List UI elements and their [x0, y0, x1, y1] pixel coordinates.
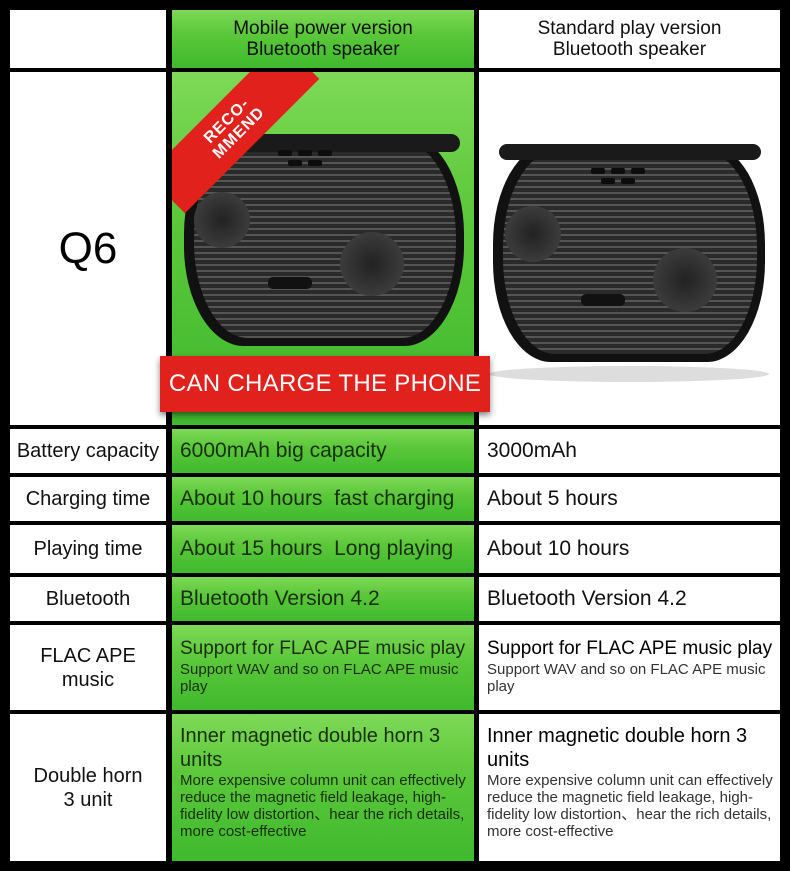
- charging-label: Charging time: [25, 488, 151, 510]
- playing-label: Playing time: [33, 538, 143, 560]
- header-mobile-version: Mobile power version Bluetooth speaker: [172, 10, 474, 68]
- charging-label-cell: Charging time: [10, 477, 166, 521]
- battery-standard-cell: 3000mAh: [479, 429, 780, 473]
- battery-standard-value: 3000mAh: [487, 439, 577, 462]
- horn-standard-sub: More expensive column unit can effective…: [487, 772, 773, 840]
- bluetooth-standard-cell: Bluetooth Version 4.2: [479, 577, 780, 621]
- flac-mobile-main: Support for FLAC APE music play: [180, 638, 466, 659]
- header-empty-cell: [10, 10, 166, 68]
- header-mobile-line2: Bluetooth speaker: [246, 39, 400, 60]
- header-standard-line1: Standard play version: [537, 18, 722, 39]
- header-standard-line2: Bluetooth speaker: [552, 39, 707, 60]
- charging-mobile-value: About 10 hours fast charging: [180, 487, 455, 510]
- speaker-image-standard: [489, 144, 769, 382]
- charging-standard-value: About 5 hours: [487, 487, 618, 510]
- charging-mobile-cell: About 10 hours fast charging: [172, 477, 474, 521]
- flac-label-line2: music: [61, 668, 115, 691]
- playing-label-cell: Playing time: [10, 525, 166, 573]
- standard-product-image-cell: [479, 72, 780, 425]
- horn-standard-cell: Inner magnetic double horn 3 units More …: [479, 714, 780, 861]
- horn-mobile-cell: Inner magnetic double horn 3 units More …: [172, 714, 474, 861]
- playing-standard-value: About 10 hours: [487, 537, 630, 560]
- header-mobile-line1: Mobile power version: [233, 18, 413, 39]
- battery-mobile-cell: 6000mAh big capacity: [172, 429, 474, 473]
- bluetooth-label: Bluetooth: [45, 588, 131, 610]
- battery-label-cell: Battery capacity: [10, 429, 166, 473]
- model-name: Q6: [58, 223, 118, 273]
- flac-label-cell: FLAC APE music: [10, 625, 166, 710]
- flac-label-line1: FLAC APE: [40, 644, 136, 667]
- horn-mobile-main: Inner magnetic double horn 3 units: [180, 725, 441, 771]
- bluetooth-label-cell: Bluetooth: [10, 577, 166, 621]
- battery-mobile-value: 6000mAh big capacity: [180, 439, 387, 462]
- horn-standard-main: Inner magnetic double horn 3 units: [487, 725, 748, 771]
- playing-mobile-cell: About 15 hours Long playing: [172, 525, 474, 573]
- flac-standard-main: Support for FLAC APE music play: [487, 638, 773, 659]
- charging-standard-cell: About 5 hours: [479, 477, 780, 521]
- horn-label-cell: Double horn 3 unit: [10, 714, 166, 861]
- battery-label: Battery capacity: [16, 440, 160, 462]
- flac-mobile-sub: Support WAV and so on FLAC APE music pla…: [180, 661, 459, 695]
- flac-standard-sub: Support WAV and so on FLAC APE music pla…: [487, 661, 766, 695]
- horn-label-line1: Double horn: [33, 764, 143, 787]
- charge-phone-text: CAN CHARGE THE PHONE: [168, 370, 482, 397]
- flac-mobile-cell: Support for FLAC APE music play Support …: [172, 625, 474, 710]
- horn-label-line2: 3 unit: [63, 788, 113, 811]
- playing-mobile-value: About 15 hours Long playing: [180, 537, 454, 560]
- model-cell: Q6: [10, 72, 166, 425]
- bluetooth-mobile-value: Bluetooth Version 4.2: [180, 587, 380, 610]
- flac-standard-cell: Support for FLAC APE music play Support …: [479, 625, 780, 710]
- charge-phone-banner: CAN CHARGE THE PHONE: [160, 356, 490, 412]
- playing-standard-cell: About 10 hours: [479, 525, 780, 573]
- header-standard-version: Standard play version Bluetooth speaker: [479, 10, 780, 68]
- bluetooth-mobile-cell: Bluetooth Version 4.2: [172, 577, 474, 621]
- horn-mobile-sub: More expensive column unit can effective…: [180, 772, 466, 840]
- bluetooth-standard-value: Bluetooth Version 4.2: [487, 587, 687, 610]
